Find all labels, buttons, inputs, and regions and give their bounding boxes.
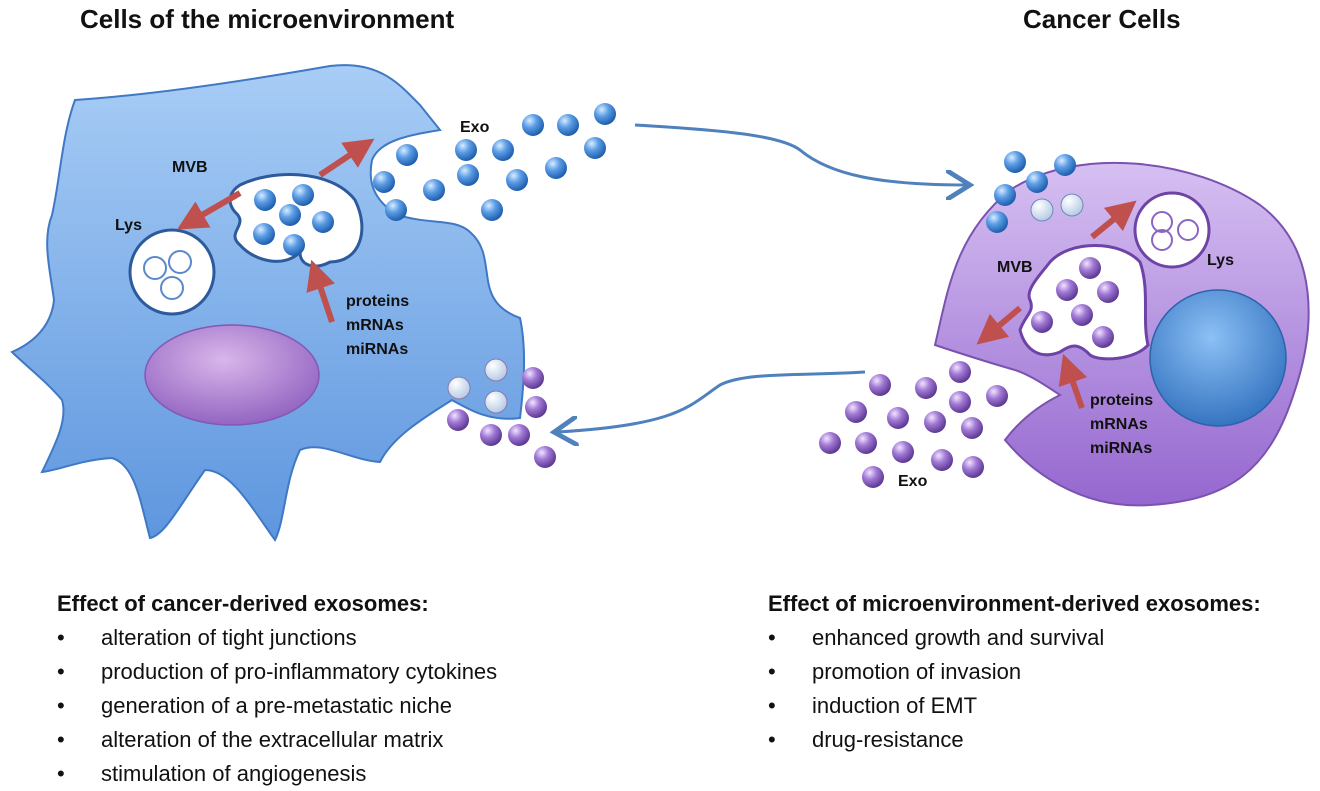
list-item: • enhanced growth and survival — [768, 621, 1261, 655]
arrow-cargo-to-mvb-left — [306, 259, 335, 323]
list-item: • induction of EMT — [768, 689, 1261, 723]
cancer-derived-effects: Effect of cancer-derived exosomes: • alte… — [57, 591, 497, 791]
bullet: • — [57, 761, 65, 786]
list-item: • stimulation of angiogenesis — [57, 757, 497, 791]
cancer-derived-effects-heading: Effect of cancer-derived exosomes: — [57, 591, 429, 616]
exosomes-secreted-right — [819, 361, 1008, 488]
bullet: • — [768, 625, 776, 650]
label-exo-left: Exo — [460, 119, 490, 136]
label-mvb-left: MVB — [172, 159, 208, 176]
label-cargo-left-2: mRNAs — [346, 317, 404, 334]
list-item-text: alteration of the extracellular matrix — [101, 727, 444, 752]
list-item: • generation of a pre-metastatic niche — [57, 689, 497, 723]
bullet: • — [57, 727, 65, 752]
connector-arrow-to-cancer — [634, 123, 967, 185]
arrow-mvb-to-exo-right — [976, 305, 1022, 345]
list-item-text: alteration of tight junctions — [101, 625, 357, 650]
cancer-nucleus — [1149, 289, 1287, 427]
label-lys-right: Lys — [1207, 252, 1234, 269]
bullet: • — [768, 693, 776, 718]
mvb-right-vesicles — [1031, 257, 1119, 348]
exosomes-received-right — [986, 151, 1084, 233]
bullet: • — [57, 625, 65, 650]
connector-arrow-to-microenvironment — [557, 370, 866, 432]
label-cargo-right-3: miRNAs — [1090, 440, 1152, 457]
bullet: • — [768, 727, 776, 752]
list-item: • alteration of tight junctions — [57, 621, 497, 655]
label-mvb-right: MVB — [997, 259, 1033, 276]
list-item-text: generation of a pre-metastatic niche — [101, 693, 452, 718]
mvb-left-vesicles — [253, 184, 334, 256]
arrow-cargo-to-mvb-right — [1058, 353, 1088, 409]
arrow-mvb-to-lys-right — [1090, 200, 1137, 240]
cancer-cells-title: Cancer Cells — [1023, 4, 1181, 34]
exosomes-received-left — [447, 358, 556, 468]
microenvironment-derived-effects-heading: Effect of microenvironment-derived exoso… — [768, 591, 1261, 616]
lysosome-left — [128, 228, 216, 316]
label-cargo-left-1: proteins — [346, 293, 409, 310]
exosomes-secreted-left — [373, 103, 616, 221]
microenvironment-derived-effects: Effect of microenvironment-derived exoso… — [768, 591, 1261, 757]
list-item-text: induction of EMT — [812, 693, 978, 718]
list-item-text: stimulation of angiogenesis — [101, 761, 367, 786]
list-item-text: enhanced growth and survival — [812, 625, 1105, 650]
label-cargo-right-2: mRNAs — [1090, 416, 1148, 433]
bullet: • — [57, 693, 65, 718]
list-item: • alteration of the extracellular matrix — [57, 723, 497, 757]
microenvironment-title: Cells of the microenvironment — [80, 4, 455, 34]
list-item-text: promotion of invasion — [812, 659, 1022, 684]
label-exo-right: Exo — [898, 473, 928, 490]
list-item-text: drug-resistance — [812, 727, 964, 752]
mvb-right — [1018, 244, 1150, 361]
label-cargo-left-3: miRNAs — [346, 341, 408, 358]
microenvironment-cell — [10, 64, 526, 542]
label-cargo-right-1: proteins — [1090, 392, 1153, 409]
microenvironment-nucleus — [144, 324, 320, 426]
list-item-text: production of pro-inflammatory cytokines — [101, 659, 498, 684]
list-item: • production of pro-inflammatory cytokine… — [57, 655, 497, 689]
list-item: • drug-resistance — [768, 723, 1261, 757]
bullet: • — [57, 659, 65, 684]
microenvironment-derived-effects-list: • enhanced growth and survival • promotion… — [768, 621, 1261, 757]
bullet: • — [768, 659, 776, 684]
arrow-mvb-to-lys-left — [177, 190, 242, 230]
arrow-mvb-to-exo-left — [318, 138, 375, 178]
cancer-derived-effects-list: • alteration of tight junctions • producti… — [57, 621, 497, 791]
label-lys-left: Lys — [115, 217, 142, 234]
list-item: • promotion of invasion — [768, 655, 1261, 689]
